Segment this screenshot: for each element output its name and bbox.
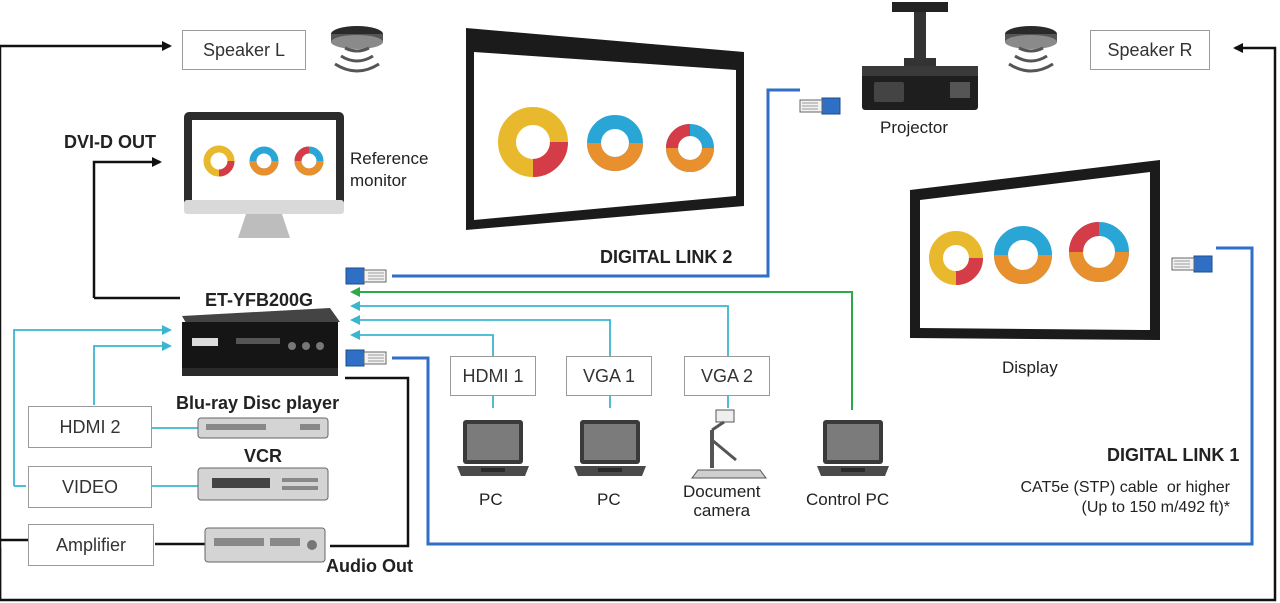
amplifier-label: Amplifier [28,524,154,566]
screen-ring-1 [498,107,568,177]
document-camera-icon [691,409,767,479]
bluray-player-icon [197,417,329,439]
pc-2-label: PC [597,490,621,509]
rj45-switcher-dl1-icon [345,349,387,367]
switcher-device-icon [182,308,340,376]
video-label: VIDEO [28,466,152,508]
vcr-icon [197,467,329,501]
speaker-l-label: Speaker L [182,30,306,70]
amplifier-device-icon [204,527,326,563]
audio-out-label: Audio Out [326,556,413,576]
projection-screen [466,28,744,230]
digital-link-2-label: DIGITAL LINK 2 [600,247,733,267]
speaker-left-icon [329,24,385,73]
display-icon [910,160,1160,340]
projector-icon [862,2,978,110]
digital-link-1-cable [392,246,1254,546]
vga-1-label: VGA 1 [566,356,652,396]
hdmi-2-label: HDMI 2 [28,406,152,448]
switcher-label: ET-YFB200G [205,290,314,310]
screen-ring-3 [666,124,714,172]
digital-link-1-label: DIGITAL LINK 1 [1107,445,1240,465]
rj45-display-icon [1171,255,1213,273]
document-camera-label: Document camera [683,482,761,520]
bluray-label: Blu-ray Disc player [176,393,340,413]
reference-monitor-icon [184,112,344,238]
display-label: Display [1002,358,1058,377]
pc-1-laptop-icon [457,420,529,476]
rj45-switcher-dl2-icon [345,267,387,285]
pc-2-laptop-icon [574,420,646,476]
cable-note-label: CAT5e (STP) cable or higher (Up to 150 m… [1020,479,1230,516]
hdmi-1-label: HDMI 1 [450,356,536,396]
control-pc-label: Control PC [806,490,890,509]
rj45-projector-icon [799,97,841,115]
vcr-label: VCR [244,446,283,466]
projector-label: Projector [880,118,949,137]
speaker-r-label: Speaker R [1090,30,1210,70]
speaker-right-icon [1003,24,1059,73]
control-pc-laptop-icon [817,420,889,476]
dvi-d-out-label: DVI-D OUT [64,132,156,152]
control-cable [350,287,853,410]
screen-ring-2 [587,115,643,171]
vga-2-label: VGA 2 [684,356,770,396]
audio-cables [0,41,1277,602]
digital-link-2-cable [392,88,800,278]
pc-1-label: PC [479,490,503,509]
reference-monitor-label: Reference monitor [350,149,429,190]
